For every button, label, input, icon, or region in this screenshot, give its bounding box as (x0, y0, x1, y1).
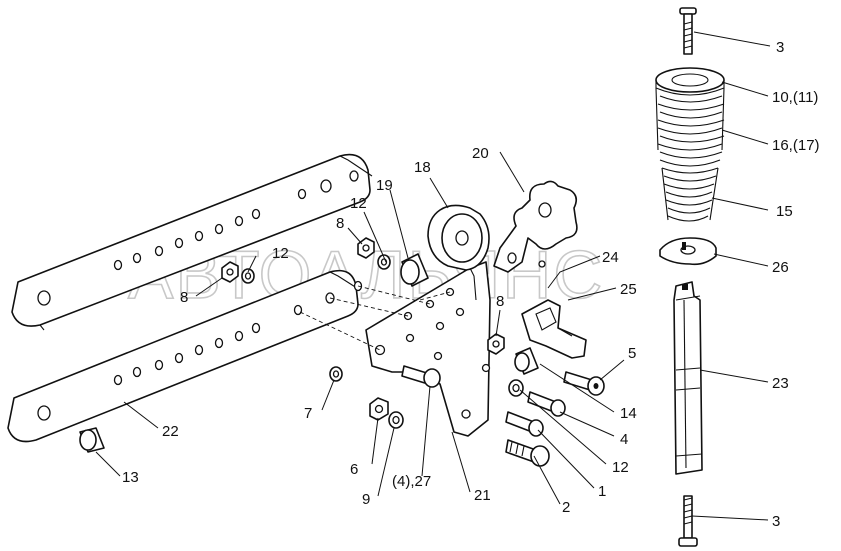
bottom-bolt (678, 495, 698, 547)
callout-19: 19 (376, 177, 393, 194)
callout-12-left: 12 (272, 245, 289, 262)
leader-lines (95, 31, 771, 521)
callout-4-27: (4),27 (392, 473, 431, 490)
callout-22: 22 (162, 423, 179, 440)
bracket-24-25 (521, 299, 587, 359)
callout-10-11: 10,(11) (772, 89, 818, 106)
callout-2: 2 (562, 499, 570, 516)
callout-25: 25 (620, 281, 637, 298)
callout-labels: 3 10,(11) 16,(17) 15 26 23 3 18 19 20 24… (122, 39, 820, 530)
callout-8-top: 8 (336, 215, 344, 232)
bolt-2 (505, 439, 550, 467)
mounting-plate (299, 261, 491, 437)
bolt-1 (505, 411, 544, 437)
top-bolt (679, 7, 697, 55)
callout-23: 23 (772, 375, 789, 392)
callout-7: 7 (304, 405, 312, 422)
spring-assembly (655, 67, 725, 222)
bushing-13 (79, 427, 105, 453)
callout-15: 15 (776, 203, 793, 220)
roller (427, 204, 490, 271)
callout-12-top: 12 (350, 195, 367, 212)
callout-12-bottom: 12 (612, 459, 629, 476)
callout-14: 14 (620, 405, 637, 422)
callout-9: 9 (362, 491, 370, 508)
bolt-4-washer-12 (508, 379, 566, 417)
nut-mid (487, 333, 505, 355)
nut-6-washer-9 (369, 397, 404, 429)
bolt-5 (563, 371, 605, 396)
callout-24: 24 (602, 249, 619, 266)
callout-5: 5 (628, 345, 636, 362)
callout-21: 21 (474, 487, 491, 504)
bolt-4-27 (401, 365, 441, 388)
callout-16-17: 16,(17) (772, 137, 820, 154)
lower-link-bar (7, 269, 363, 443)
bushing-14 (514, 347, 539, 375)
callout-13: 13 (122, 469, 139, 486)
callout-1: 1 (598, 483, 606, 500)
callout-3-top: 3 (776, 39, 784, 56)
callout-8-left: 8 (180, 289, 188, 306)
spring-seat (659, 237, 717, 266)
callout-18: 18 (414, 159, 431, 176)
upper-link-bar (11, 153, 373, 331)
callout-26: 26 (772, 259, 789, 276)
spacer-19 (400, 253, 429, 287)
nut-7 (329, 366, 343, 382)
callout-4: 4 (620, 431, 628, 448)
callout-3-bottom: 3 (772, 513, 780, 530)
guide-rod (673, 281, 703, 475)
nut-washer-top (357, 237, 391, 270)
nut-washer-left (221, 261, 255, 284)
callout-20: 20 (472, 145, 489, 162)
callout-8-mid: 8 (496, 293, 504, 310)
callout-6: 6 (350, 461, 358, 478)
star-knob (493, 180, 578, 273)
